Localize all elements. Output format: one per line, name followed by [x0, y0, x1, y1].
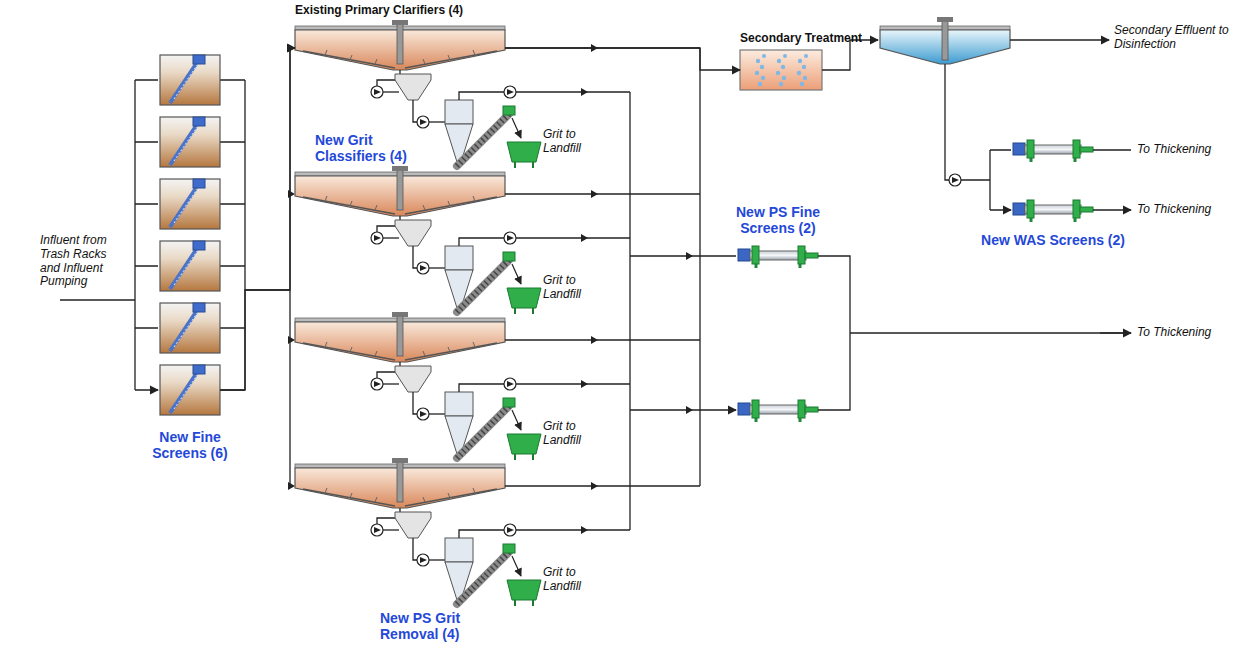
- outlet-note: Grit to Landfill: [543, 566, 599, 594]
- outlet-note: To Thickening: [1137, 203, 1237, 217]
- outlet-note: To Thickening: [1137, 326, 1237, 340]
- inlet-note: Influent from Trash Racks and Influent P…: [40, 234, 126, 289]
- primary-clarifier: Existing Primary Clarifiers (4): [295, 30, 505, 70]
- drum-screen: New PS Fine Screens (2): [738, 244, 818, 268]
- aeration-tank: Secondary Treatment: [740, 50, 822, 90]
- unit-heading: New PS Fine Screens (2): [718, 204, 838, 236]
- fine-screen: New Fine Screens (6): [160, 365, 220, 415]
- equipment-label: New Grit Classifiers (4): [315, 132, 415, 164]
- unit-heading: Secondary Treatment: [740, 32, 880, 46]
- equipment-label: New PS Grit Removal (4): [380, 610, 495, 642]
- flow-line: [505, 48, 740, 70]
- outlet-note: To Thickening: [1137, 143, 1237, 157]
- unit-heading: Existing Primary Clarifiers (4): [295, 4, 525, 18]
- flow-line: [220, 48, 295, 390]
- drum-screen: New WAS Screens (2): [1013, 198, 1093, 222]
- unit-heading: New WAS Screens (2): [968, 232, 1138, 248]
- outlet-note: Grit to Landfill: [543, 128, 599, 156]
- unit-heading: New Fine Screens (6): [135, 429, 245, 461]
- outlet-note: Grit to Landfill: [543, 274, 599, 302]
- outlet-note: Grit to Landfill: [543, 420, 599, 448]
- outlet-note: Secondary Effluent to Disinfection: [1114, 24, 1238, 52]
